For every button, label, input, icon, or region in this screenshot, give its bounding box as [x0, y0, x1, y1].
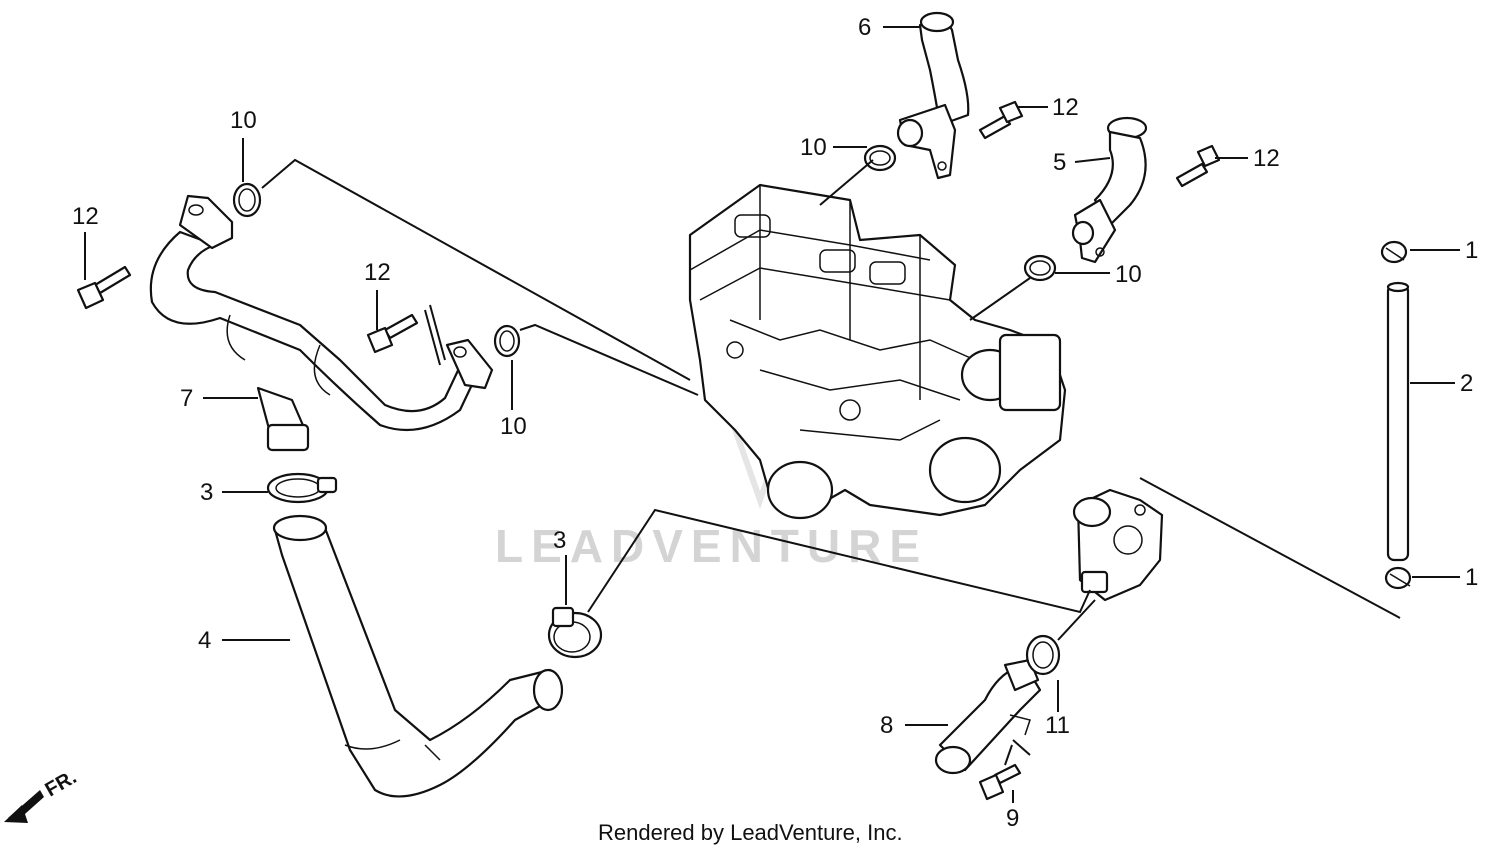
- callout-2: 2: [1460, 370, 1473, 397]
- o-ring-10-a: [232, 182, 262, 218]
- o-ring-10-d-inner: [1029, 260, 1051, 276]
- part-4-hose: [272, 514, 564, 798]
- callout-3-center: 3: [553, 527, 566, 554]
- callout-7: 7: [180, 385, 193, 412]
- callout-10-right: 10: [1115, 261, 1142, 288]
- callout-5: 5: [1053, 149, 1066, 176]
- part-2-tube: [1386, 281, 1410, 562]
- o-ring-10-b: [493, 324, 521, 358]
- bolt-12-top: [978, 100, 1024, 140]
- clip-1-bottom: [1384, 566, 1412, 590]
- o-ring-10-c: [863, 144, 897, 172]
- thermostat-housing: [1072, 488, 1164, 602]
- part-5-elbow: [1071, 116, 1148, 264]
- o-ring-10-c-inner: [869, 150, 891, 166]
- callout-11: 11: [1045, 712, 1070, 739]
- callout-6: 6: [858, 14, 871, 41]
- direction-label: FR.: [42, 766, 81, 801]
- bolt-9: [978, 763, 1022, 801]
- callout-9: 9: [1006, 805, 1019, 832]
- bolt-12-center: [366, 313, 419, 354]
- engine-block: [688, 183, 1067, 520]
- part-8-elbow: [934, 658, 1042, 775]
- clamp-3-a: [266, 472, 338, 504]
- callout-3-left: 3: [200, 479, 213, 506]
- o-ring-10-a-inner: [238, 188, 256, 212]
- part-6-outlet-elbow: [896, 11, 970, 180]
- callout-12-center: 12: [364, 259, 391, 286]
- o-ring-11: [1025, 634, 1061, 676]
- o-ring-10-d: [1023, 254, 1057, 282]
- part-7-y-pipe: [149, 194, 494, 452]
- callout-1-bottom: 1: [1465, 564, 1478, 591]
- callouts: 6 12 10 5 12 10 12 12 10 7 10 3 3 4 1 2: [72, 14, 1478, 832]
- callout-4: 4: [198, 627, 211, 654]
- callout-10-left: 10: [230, 107, 257, 134]
- callout-12-right: 12: [1253, 145, 1280, 172]
- bolt-12-left: [76, 265, 132, 310]
- clip-1-top: [1380, 240, 1408, 264]
- bolt-12-right: [1175, 144, 1221, 188]
- connection-lines: [261, 158, 1401, 766]
- callout-10-center: 10: [500, 413, 527, 440]
- footer-credit: Rendered by LeadVenture, Inc.: [598, 820, 903, 845]
- callout-12-top: 12: [1052, 94, 1079, 121]
- clamp-3-b: [547, 606, 603, 659]
- callout-10-top: 10: [800, 134, 827, 161]
- callout-12-left: 12: [72, 203, 99, 230]
- front-direction-arrow-icon: FR.: [4, 766, 80, 823]
- o-ring-11-inner: [1032, 641, 1054, 669]
- o-ring-10-b-inner: [499, 330, 515, 352]
- callout-1-top: 1: [1465, 237, 1478, 264]
- callout-8: 8: [880, 712, 893, 739]
